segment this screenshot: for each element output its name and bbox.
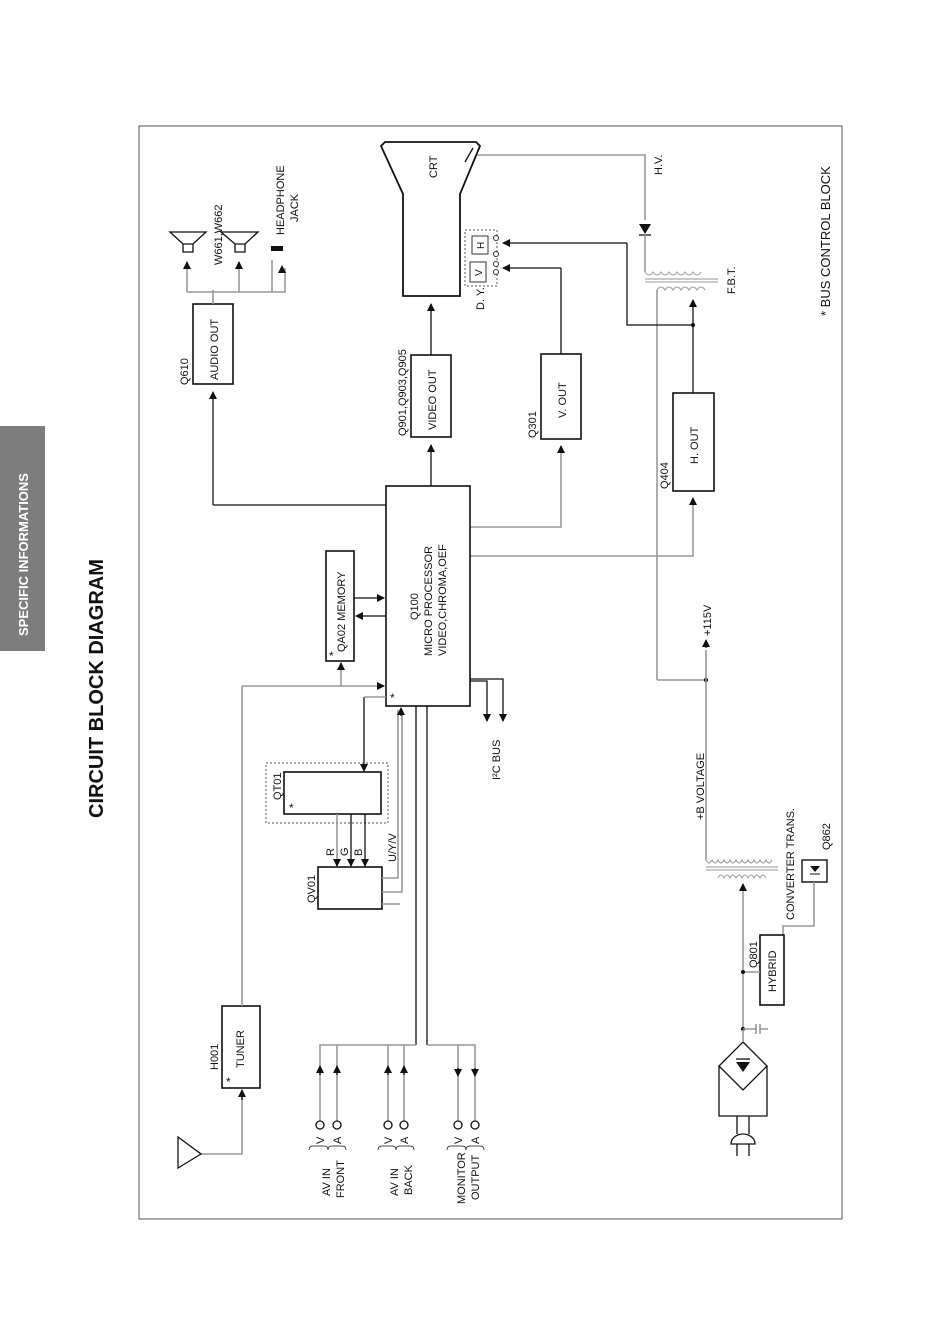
crt-icon: CRT [379, 141, 482, 297]
qt01-block: QT01 * [272, 771, 382, 815]
bridge-rectifier-icon [718, 1041, 768, 1156]
audio-out-block: AUDIO OUT Q610 [179, 303, 234, 385]
fbt-transformer-icon [644, 271, 718, 291]
h-out-label: H. OUT [689, 426, 701, 464]
io-front-pin-a: A [332, 1136, 344, 1144]
qv01-ref: QV01 [306, 875, 318, 903]
i2c-bus-label: I²C BUS [491, 740, 503, 780]
io-monitor-label-2: OUTPUT [470, 1155, 482, 1201]
video-out-block: VIDEO OUT Q901,Q903,Q905 [397, 349, 452, 438]
bvoltage-label: +B VOLTAGE [695, 753, 707, 820]
headphone-label-1: HEADPHONE [275, 165, 287, 235]
dy-v-label: V [474, 269, 485, 276]
memory-label: QA02 MEMORY [336, 571, 348, 652]
qv01-block: QV01 [306, 866, 383, 910]
audio-out-ref: Q610 [179, 358, 191, 385]
speakers-label: W661,W662 [213, 204, 225, 265]
section-tab [0, 426, 45, 651]
converter-label: CONVERTER TRANS. [785, 808, 797, 920]
hv-label: H.V. [653, 155, 665, 175]
q862-label: Q862 [821, 823, 833, 850]
v-out-ref: Q301 [527, 411, 539, 438]
tuner-label: TUNER [235, 1030, 247, 1068]
io-monitor-label-1: MONITOR [456, 1152, 468, 1204]
video-out-label: VIDEO OUT [427, 369, 439, 430]
video-out-ref: Q901,Q903,Q905 [397, 349, 409, 436]
tuner-block: TUNER H001 * [209, 1005, 261, 1089]
footnote-bus-control: * BUS CONTROL BLOCK [818, 166, 833, 316]
page-title: CIRCUIT BLOCK DIAGRAM [86, 559, 108, 818]
io-back-label-2: BACK [403, 1164, 415, 1195]
io-front-label-1: AV IN [321, 1168, 333, 1196]
h-out-block: H. OUT Q404 [659, 392, 715, 492]
tuner-ref: H001 [209, 1044, 221, 1070]
io-back-pin-v: V [383, 1136, 395, 1144]
crt-label: CRT [428, 155, 440, 178]
dy-label: D. Y. [475, 287, 487, 310]
hybrid-label: HYBRID [767, 950, 779, 992]
processor-mark: * [390, 691, 395, 705]
wire-av-bus [415, 706, 428, 1045]
rgb-g-label: G [339, 847, 351, 856]
memory-mark: * [329, 649, 334, 663]
capacitor-icon [743, 1024, 768, 1034]
side-tab-label: SPECIFIC INFORMATIONS [16, 473, 31, 636]
headphone-label-2: JACK [289, 193, 301, 222]
fbt-label: F.B.T. [726, 266, 738, 294]
io-front-label-2: FRONT [335, 1160, 347, 1198]
processor-ref: Q100 [409, 593, 421, 620]
uyv-label: U/Y/V [387, 833, 399, 862]
io-front-pin-v: V [315, 1136, 327, 1144]
rgb-b-label: B [353, 849, 365, 856]
processor-line-1: MICRO PROCESSOR [423, 546, 435, 656]
memory-block: QA02 MEMORY * [325, 550, 355, 663]
io-terminals [315, 1120, 480, 1130]
v-out-block: V. OUT Q301 [527, 353, 582, 440]
audio-out-label: AUDIO OUT [209, 319, 221, 380]
speaker-icon [168, 231, 260, 253]
io-monitor-pin-v: V [453, 1136, 465, 1144]
qt01-boundary [265, 762, 389, 824]
io-monitor-pin-a: A [470, 1136, 482, 1144]
io-back-label-1: AV IN [389, 1168, 401, 1196]
wire-hv [477, 154, 646, 220]
tuner-mark: * [226, 1075, 231, 1089]
headphone-jack-icon [271, 246, 283, 251]
hybrid-ref: Q801 [748, 941, 760, 968]
rgb-r-label: R [325, 848, 337, 856]
h-out-ref: Q404 [659, 462, 671, 489]
diagram-frame [138, 125, 843, 1220]
hybrid-block: HYBRID Q801 [748, 934, 785, 1006]
dy-h-label: H [476, 242, 487, 249]
micro-processor-block: Q100 MICRO PROCESSOR VIDEO,CHROMA,OEF * [385, 485, 471, 707]
converter-transformer-icon [705, 858, 778, 880]
diode-icon [639, 224, 651, 234]
v-out-label: V. OUT [557, 382, 569, 418]
qt01-ref: QT01 [272, 772, 284, 800]
wire-audio-speakers [186, 260, 286, 304]
qt01-mark: * [289, 801, 294, 815]
processor-line-2: VIDEO,CHROMA,OEF [437, 544, 449, 656]
plus115-label: +115V [702, 604, 714, 636]
antenna-icon [177, 1135, 203, 1170]
deflection-yoke-icon: V H [464, 229, 499, 287]
io-back-pin-a: A [399, 1136, 411, 1144]
